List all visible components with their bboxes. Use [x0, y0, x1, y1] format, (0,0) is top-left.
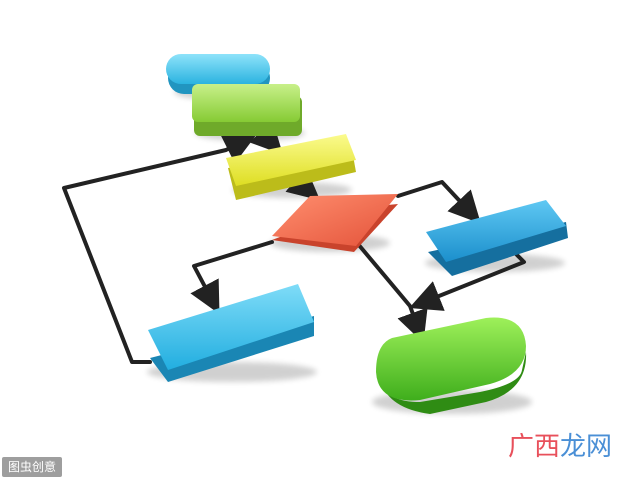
process-box-cyan — [148, 284, 314, 382]
watermark-badge: 图虫创意 — [2, 457, 63, 477]
process-box-yellow — [226, 134, 356, 200]
connector-diamond-to-blue — [396, 180, 481, 224]
brand-part2: 龙网 — [560, 432, 613, 462]
decision-diamond — [272, 194, 398, 252]
connector-loop-back — [62, 134, 257, 364]
watermark-brand: 广西龙网 — [508, 432, 612, 462]
process-box-lime — [192, 84, 302, 136]
process-box-blue — [426, 200, 568, 276]
terminator-end — [376, 317, 527, 414]
connector-blue-to-green — [409, 250, 526, 311]
connector-diamond-to-cyan — [190, 240, 274, 315]
connector-diamond-to-green — [356, 242, 428, 344]
brand-part1: 广西 — [508, 432, 561, 462]
